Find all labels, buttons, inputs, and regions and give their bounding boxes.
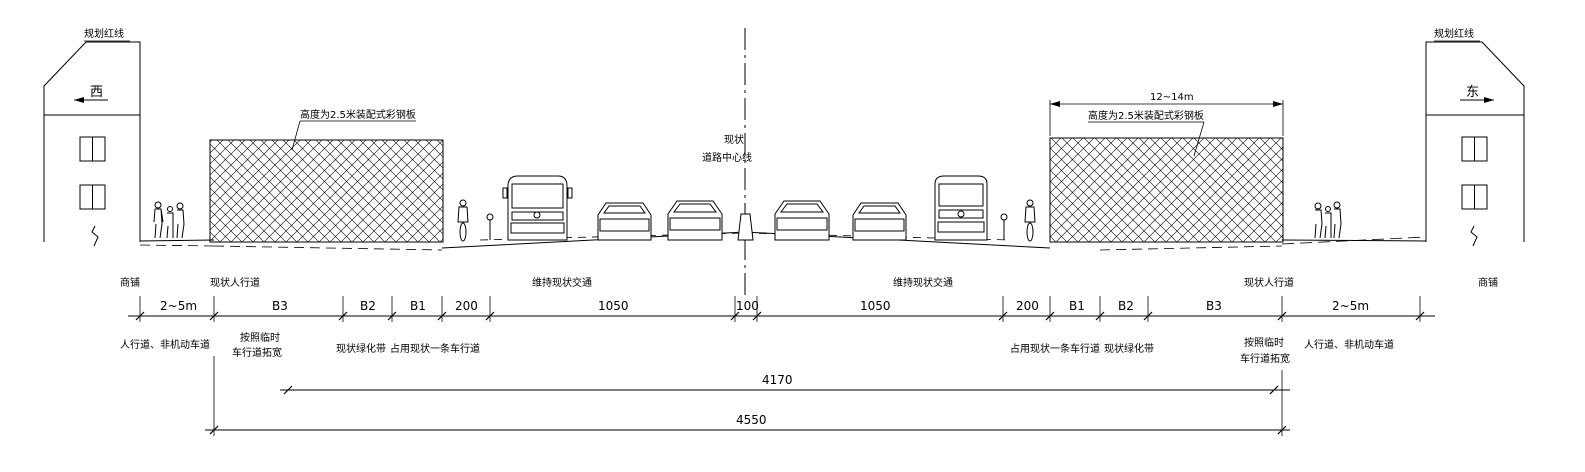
bollard-icon-right [1000, 213, 1008, 240]
fence-label-left: 高度为2.5米装配式彩钢板 [300, 108, 416, 121]
note-ped-right: 人行道、非机动车道 [1304, 338, 1394, 351]
total-inner-label: 4170 [762, 373, 793, 387]
car-icon-left-2 [667, 200, 723, 241]
note-occupy-right: 占用现状一条车行道 [1010, 342, 1100, 355]
car-icon-right-1 [774, 200, 830, 241]
dim-right-5: B3 [1206, 299, 1222, 313]
east-direction: 东 [1460, 85, 1494, 103]
west-direction: 西 [74, 85, 108, 103]
cyclist-icon-right [1024, 199, 1036, 242]
dim-right-3: B1 [1069, 299, 1085, 313]
centerline-label-2: 道路中心线 [702, 151, 752, 164]
fence-panel-right [1049, 137, 1284, 243]
left-building [43, 41, 141, 247]
total-dimension-inner: 4170 [280, 373, 1290, 395]
total-dimension-outer: 4550 [205, 356, 1290, 436]
red-line-label-right: 规划红线 [1434, 27, 1474, 40]
bus-icon-right [934, 175, 988, 241]
dim-right-6: 2~5m [1332, 299, 1369, 313]
fence-panel-left [209, 139, 444, 243]
note-green-left: 现状绿化带 [336, 342, 386, 355]
note-widen-right-1: 按照临时 [1244, 336, 1284, 349]
fence-label-right: 高度为2.5米装配式彩钢板 [1088, 109, 1204, 122]
dim-right-1: 1050 [860, 299, 891, 313]
dim-left-4: B1 [410, 299, 426, 313]
note-ped-left: 人行道、非机动车道 [120, 338, 210, 351]
note-occupy-left: 占用现状一条车行道 [390, 342, 480, 355]
note-widen-right-2: 车行道拓宽 [1240, 352, 1290, 365]
dim-center: 100 [736, 299, 759, 313]
dim-right-4: B2 [1118, 299, 1134, 313]
fence-width-label: 12~14m [1150, 92, 1194, 103]
dimension-row: 2~5m B3 B2 B1 200 1050 100 1050 200 B1 B… [128, 296, 1435, 322]
pedestrians-icon-right [1314, 201, 1342, 239]
traffic-barrier-icon [737, 213, 754, 241]
dim-left-5: 200 [455, 299, 478, 313]
bus-icon-left [502, 175, 573, 241]
centerline-label-1: 现状 [724, 133, 744, 146]
dim-left-6: 1050 [598, 299, 629, 313]
dim-left-3: B2 [360, 299, 376, 313]
shop-label-left: 商铺 [120, 276, 140, 289]
dim-left-1: 2~5m [160, 299, 197, 313]
traffic-label-right: 维持现状交通 [893, 276, 953, 289]
sidewalk-label-right: 现状人行道 [1244, 276, 1294, 289]
car-icon-left-1 [597, 202, 652, 241]
note-green-right: 现状绿化带 [1104, 342, 1154, 355]
total-outer-label: 4550 [736, 413, 767, 427]
west-label: 西 [90, 85, 103, 100]
cyclist-icon-left [457, 199, 469, 242]
note-widen-left-1: 按照临时 [240, 331, 280, 344]
shop-label-right: 商铺 [1478, 276, 1498, 289]
traffic-label-left: 维持现状交通 [532, 276, 592, 289]
dim-right-2: 200 [1016, 299, 1039, 313]
fence-width-dimension: 12~14m [1049, 92, 1284, 136]
car-icon-right-2 [852, 202, 907, 241]
bollard-icon-left [486, 213, 494, 240]
dim-left-2: B3 [272, 299, 288, 313]
red-line-label-left: 规划红线 [84, 27, 124, 40]
east-label: 东 [1466, 85, 1479, 100]
right-building [1425, 41, 1525, 247]
sidewalk-label-left: 现状人行道 [210, 276, 260, 289]
pedestrians-icon-left [153, 201, 185, 239]
note-widen-left-2: 车行道拓宽 [232, 346, 282, 359]
